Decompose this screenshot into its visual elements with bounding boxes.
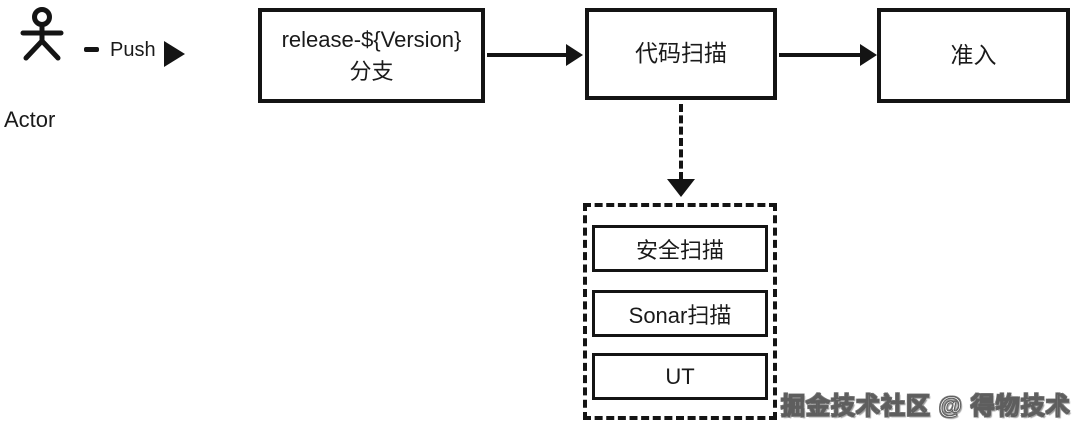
- node-ut-label: UT: [665, 363, 695, 389]
- node-admission: 准入: [877, 8, 1070, 103]
- arrow-release-to-codescan-line: [487, 53, 568, 57]
- arrow-release-to-codescan-head-icon: [566, 44, 583, 66]
- node-security-scan-label: 安全扫描: [635, 237, 724, 263]
- actor-icon: [20, 7, 64, 61]
- scan-group-container: 安全扫描 Sonar扫描 UT: [583, 203, 777, 420]
- dashed-arrow-line: [679, 104, 683, 180]
- node-code-scan-label: 代码扫描: [635, 40, 727, 67]
- node-admission-label: 准入: [950, 41, 997, 68]
- watermark-text: 掘金技术社区 @ 得物技术: [781, 393, 1071, 421]
- actor-label: Actor: [4, 107, 56, 132]
- node-sonar-scan: Sonar扫描: [592, 290, 768, 337]
- node-release-branch: release-${Version}分支: [258, 8, 485, 103]
- node-release-branch-label: release-${Version}分支: [281, 26, 462, 84]
- node-security-scan: 安全扫描: [592, 225, 768, 272]
- arrow-codescan-to-admission-head-icon: [860, 44, 877, 66]
- node-ut: UT: [592, 353, 768, 400]
- push-label: Push: [110, 39, 156, 61]
- node-code-scan: 代码扫描: [585, 8, 777, 100]
- dashed-arrow-head-icon: [667, 179, 695, 197]
- push-connector-dash: [84, 47, 99, 52]
- arrow-codescan-to-admission-line: [779, 53, 862, 57]
- push-arrowhead-icon: [164, 41, 185, 67]
- node-sonar-scan-label: Sonar扫描: [628, 302, 732, 328]
